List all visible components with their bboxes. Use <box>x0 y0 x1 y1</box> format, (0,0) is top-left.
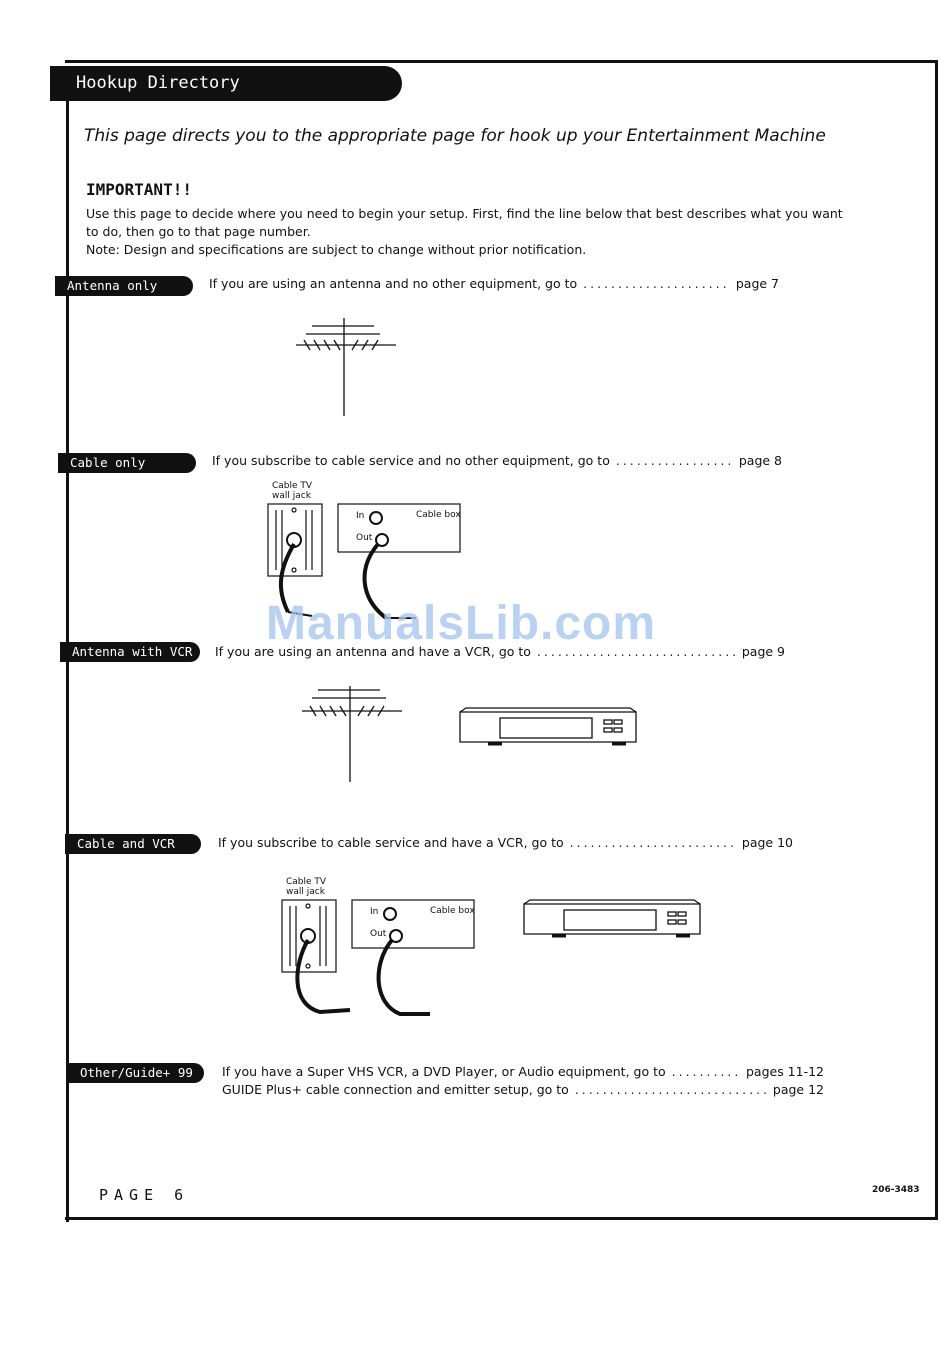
leader-dots: ........................................… <box>574 1082 767 1097</box>
leader-dots: ........................................… <box>615 453 733 468</box>
section-page-ref-2: page 12 <box>772 1082 824 1097</box>
section-text-2: GUIDE Plus+ cable connection and emitter… <box>222 1082 569 1097</box>
wall-jack-label-1: Cable TV <box>272 481 313 491</box>
watermark: ManualsLib.com <box>266 597 657 650</box>
section-line-antenna-only: If you are using an antenna and no other… <box>209 276 779 291</box>
cable-vcr-diagram: Cable TV wall jack In Out Cable box <box>281 877 475 1016</box>
section-label-other-guide: Other/Guide+ 99 <box>68 1063 204 1083</box>
section-text: If you have a Super VHS VCR, a DVD Playe… <box>222 1064 666 1079</box>
section-label-antenna-only: Antenna only <box>55 276 193 296</box>
section-line-other: If you have a Super VHS VCR, a DVD Playe… <box>222 1064 824 1079</box>
wall-jack-label-2: wall jack <box>272 491 312 501</box>
leader-dots: ........................................… <box>569 835 736 850</box>
box-out-label: Out <box>356 533 373 543</box>
section-line-cable-vcr: If you subscribe to cable service and ha… <box>218 835 793 850</box>
frame-gap <box>47 60 65 1230</box>
section-label-cable-only: Cable only <box>58 453 196 473</box>
box-in-label: In <box>370 907 378 917</box>
leader-dots: ........................................… <box>536 644 736 659</box>
box-in-label: In <box>356 511 364 521</box>
vcr-icon <box>523 899 701 938</box>
wall-jack-label-2: wall jack <box>286 887 326 897</box>
wall-jack-label-1: Cable TV <box>286 877 327 887</box>
section-label-cable-vcr: Cable and VCR <box>65 834 201 854</box>
important-heading: IMPORTANT!! <box>86 180 192 199</box>
important-line-3: Note: Design and specifications are subj… <box>86 242 587 257</box>
leader-dots: ........................................… <box>583 276 730 291</box>
important-line-1: Use this page to decide where you need t… <box>86 206 843 221</box>
intro-text: This page directs you to the appropriate… <box>84 126 826 146</box>
section-text: If you subscribe to cable service and no… <box>212 453 610 468</box>
section-page-ref: page 7 <box>735 276 779 291</box>
section-line-antenna-vcr: If you are using an antenna and have a V… <box>215 644 785 659</box>
section-label-antenna-vcr: Antenna with VCR <box>60 642 200 662</box>
important-line-2: to do, then go to that page number. <box>86 224 311 239</box>
section-line-guide-plus: GUIDE Plus+ cable connection and emitter… <box>222 1082 824 1097</box>
section-text: If you are using an antenna and no other… <box>209 276 578 291</box>
page-title: Hookup Directory <box>50 66 402 101</box>
section-line-cable-only: If you subscribe to cable service and no… <box>212 453 782 468</box>
box-name-label: Cable box <box>416 510 461 520</box>
document-number: 206-3483 <box>872 1185 920 1195</box>
section-page-ref: page 10 <box>741 835 793 850</box>
box-out-label: Out <box>370 929 387 939</box>
page-number: PAGE 6 <box>99 1186 190 1204</box>
section-page-ref: page 9 <box>741 644 785 659</box>
leader-dots: ........................................… <box>671 1064 740 1079</box>
antenna-icon <box>302 686 402 782</box>
section-text: If you subscribe to cable service and ha… <box>218 835 564 850</box>
section-text: If you are using an antenna and have a V… <box>215 644 531 659</box>
section-page-ref: pages 11-12 <box>745 1064 824 1079</box>
box-name-label: Cable box <box>430 906 475 916</box>
section-page-ref: page 8 <box>738 453 782 468</box>
important-body: Use this page to decide where you need t… <box>86 205 846 259</box>
cable-only-diagram: Cable TV wall jack In Out Cable box <box>267 481 461 620</box>
antenna-icon <box>296 318 396 416</box>
vcr-icon <box>459 707 637 746</box>
